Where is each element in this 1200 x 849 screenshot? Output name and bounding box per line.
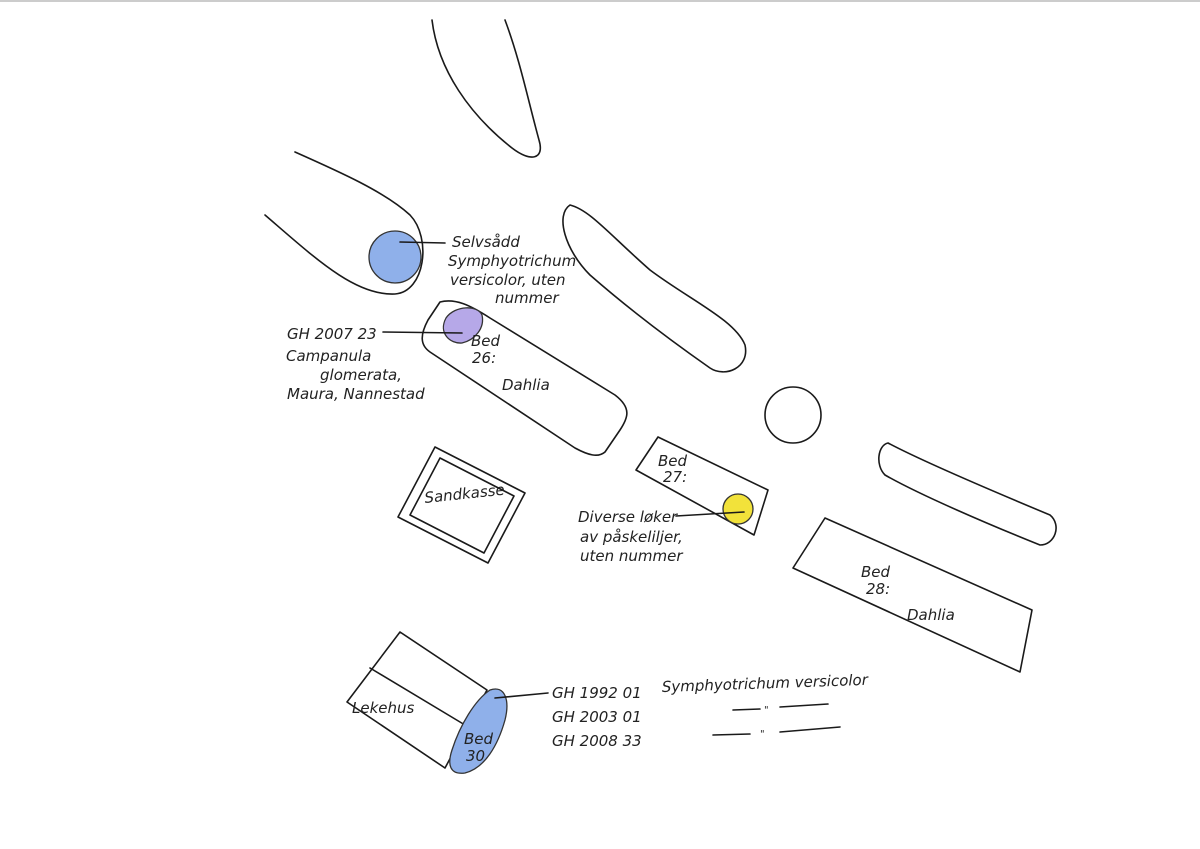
label-bed28: Bed xyxy=(861,563,891,581)
bed-long-diagonal xyxy=(562,204,747,373)
label-bed30: 30 xyxy=(466,747,485,765)
label-bed28-plant: Dahlia xyxy=(907,606,955,624)
plant-blue-circle xyxy=(368,230,422,284)
label-bed26-plant: Dahlia xyxy=(502,376,550,394)
label-sandkasse: Sandkasse xyxy=(424,481,506,507)
leader-line xyxy=(494,692,549,699)
path-top xyxy=(431,19,542,158)
bed-selvsadd xyxy=(264,151,424,295)
bed-28 xyxy=(792,517,1033,673)
label-selvsadd: Symphyotrichum xyxy=(448,252,576,270)
lekehus-roof-line xyxy=(369,667,466,726)
label-diverse: uten nummer xyxy=(580,547,683,565)
sandkasse-inner xyxy=(409,457,515,554)
lekehus xyxy=(346,631,488,769)
label-bed27: Bed xyxy=(658,452,688,470)
label-bed27: 27: xyxy=(663,468,687,486)
leader-line xyxy=(675,511,745,517)
label-gh200723: Maura, Nannestad xyxy=(287,385,425,403)
label-diverse: Diverse løker xyxy=(578,508,678,526)
bed-right-thin xyxy=(878,442,1057,546)
bed-27 xyxy=(635,436,769,536)
label-bed26: 26: xyxy=(472,349,496,367)
leader-line xyxy=(399,241,446,244)
label-bed26: Bed xyxy=(471,332,501,350)
plant-yellow-circle xyxy=(722,493,754,525)
label-lekehus: Lekehus xyxy=(352,699,415,717)
ditto-line xyxy=(779,726,841,733)
scan-edge xyxy=(0,0,1200,2)
ditto-line xyxy=(712,733,751,736)
label-gh200723: GH 2007 23 xyxy=(287,325,377,343)
label-selvsadd: nummer xyxy=(495,289,559,307)
label-bed30: Bed xyxy=(464,730,494,748)
bed30-code: GH 2008 33 xyxy=(552,732,642,750)
round-bed xyxy=(764,386,822,444)
leader-line xyxy=(382,331,463,334)
sandkasse-outer xyxy=(397,446,526,564)
ditto-line xyxy=(779,703,829,708)
label-selvsadd: Selvsådd xyxy=(452,233,520,251)
ditto-mark: " xyxy=(760,729,765,740)
ditto-line xyxy=(732,708,761,711)
label-gh200723: glomerata, xyxy=(320,366,402,384)
plant-purple-blob xyxy=(442,307,484,344)
bed30-code: GH 2003 01 xyxy=(552,708,642,726)
label-diverse: av påskeliljer, xyxy=(580,528,683,546)
label-gh200723: Campanula xyxy=(286,347,371,365)
label-bed28: 28: xyxy=(866,580,890,598)
bed30-species: Symphyotrichum versicolor xyxy=(662,671,869,696)
ditto-mark: " xyxy=(764,705,769,716)
bed-30 xyxy=(449,688,508,774)
label-selvsadd: versicolor, uten xyxy=(450,271,565,289)
bed30-code: GH 1992 01 xyxy=(552,684,642,702)
